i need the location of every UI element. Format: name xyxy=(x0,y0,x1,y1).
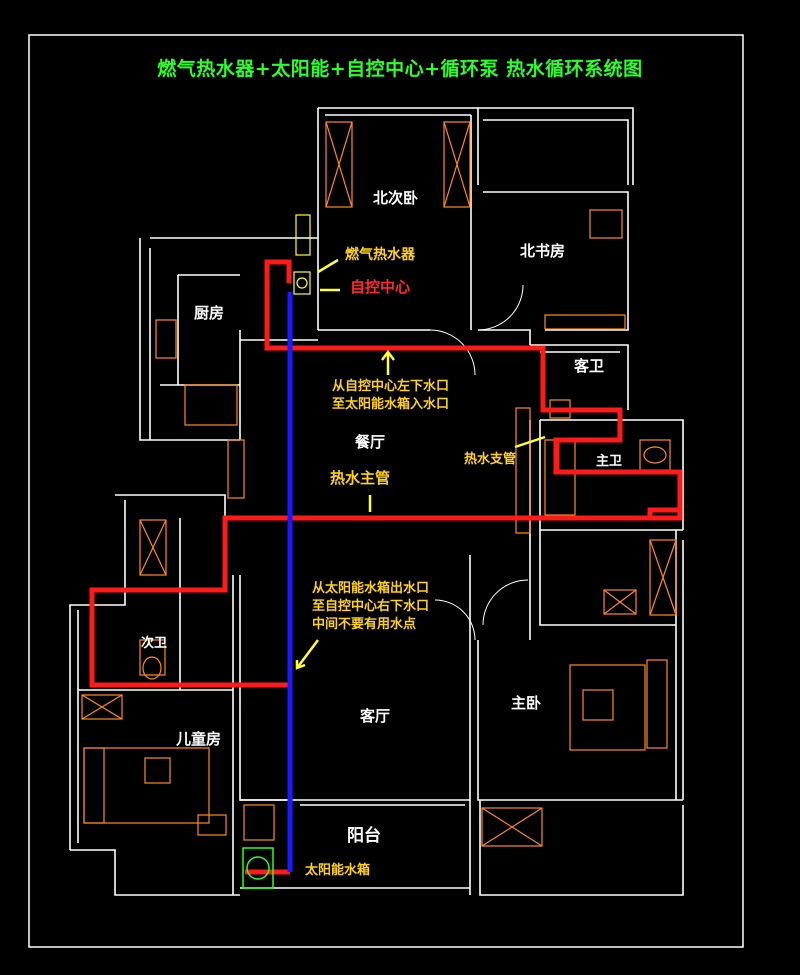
label-from-solar-3: 中间不要有用水点 xyxy=(312,617,417,632)
label-control-center: 自控中心 xyxy=(350,278,411,296)
label-gas-heater: 燃气热水器 xyxy=(345,247,415,263)
room-balcony: 阳台 xyxy=(347,826,381,846)
room-living: 客厅 xyxy=(360,707,391,725)
label-from-control-1: 从自控中心左下水口 xyxy=(332,379,450,394)
label-main-pipe: 热水主管 xyxy=(330,469,391,487)
room-master-bedroom: 主卧 xyxy=(511,694,542,712)
label-branch-pipe: 热水支管 xyxy=(464,452,517,467)
room-master-bath: 主卫 xyxy=(596,454,623,469)
room-dining: 餐厅 xyxy=(355,433,386,451)
wardrobes xyxy=(81,121,677,847)
room-kitchen: 厨房 xyxy=(194,304,225,322)
room-children: 儿童房 xyxy=(176,730,222,748)
solar-tank-marker xyxy=(242,847,274,889)
label-from-solar-1: 从太阳能水箱出水口 xyxy=(312,581,430,596)
label-from-control-2: 至太阳能水箱入水口 xyxy=(332,397,450,412)
diagram-title: 燃气热水器+太阳能+自控中心+循环泵 热水循环系统图 xyxy=(157,58,643,80)
furniture xyxy=(83,209,671,841)
room-north-study: 北书房 xyxy=(520,242,566,260)
gas-heater-icon xyxy=(293,214,311,295)
room-north-bedroom: 北次卧 xyxy=(373,189,419,207)
room-guest-bath: 客卫 xyxy=(574,357,605,375)
walls xyxy=(69,107,684,896)
annotation-arrows xyxy=(295,258,546,670)
label-solar-tank: 太阳能水箱 xyxy=(305,863,371,878)
door-arcs xyxy=(429,284,529,641)
room-second-bath: 次卫 xyxy=(141,636,168,651)
label-from-solar-2: 至自控中心右下水口 xyxy=(312,599,430,614)
drawing-frame xyxy=(28,34,744,948)
